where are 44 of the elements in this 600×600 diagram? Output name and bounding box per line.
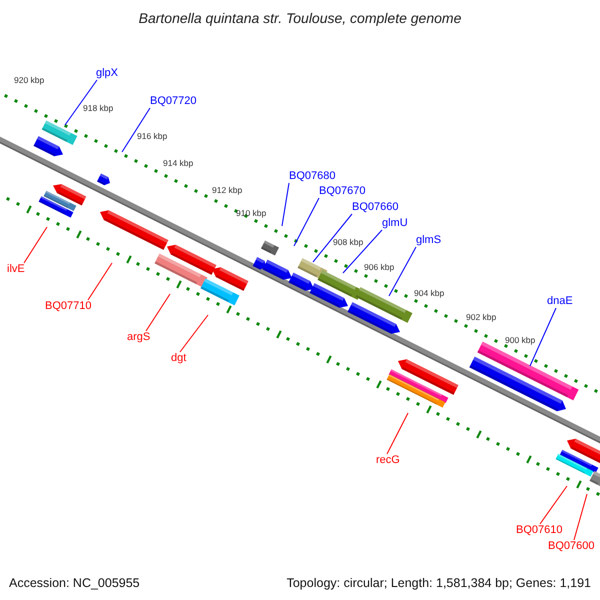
gene-label: ilvE <box>7 263 25 276</box>
scale-label: 916 kbp <box>137 131 168 141</box>
leader-line <box>146 294 170 332</box>
gene-label: glmS <box>416 234 442 247</box>
leader-line <box>282 182 290 226</box>
leader-line <box>180 314 208 352</box>
gene-label: glmU <box>382 217 408 230</box>
gene-label: dgt <box>171 352 186 365</box>
scale-label: 918 kbp <box>83 103 114 113</box>
leader-line <box>386 412 408 454</box>
leader-line <box>342 230 382 274</box>
scale-label: 902 kbp <box>466 312 496 322</box>
leader-line <box>294 198 320 246</box>
gene-label: BQ07710 <box>45 300 92 313</box>
gene-label: BQ07600 <box>548 540 594 553</box>
leader-line <box>574 494 588 540</box>
gene-label: BQ07680 <box>289 170 336 183</box>
leader-line <box>88 262 112 300</box>
leader-line <box>530 308 556 366</box>
footer-text: Accession: NC_005955 <box>9 576 140 590</box>
scale-label: 912 kbp <box>212 185 242 195</box>
gene-label: argS <box>127 331 150 344</box>
footer-text: Topology: circular; Length: 1,581,384 bp; Genes: 1,191 <box>286 576 591 590</box>
gene-label: BQ07670 <box>319 185 366 198</box>
scale-label: 900 kbp <box>505 335 536 345</box>
gene-label: BQ07720 <box>150 95 196 108</box>
gene-label: recG <box>376 454 400 467</box>
leader-line <box>312 214 352 262</box>
gene-label: BQ07660 <box>352 201 398 214</box>
scale-label: 906 kbp <box>364 262 394 272</box>
title: Bartonella quintana str. Toulouse, complete genome <box>138 10 462 26</box>
scale-label: 908 kbp <box>333 237 364 247</box>
leader-line <box>388 246 416 296</box>
gene-label: dnaE <box>547 295 573 308</box>
leader-line <box>122 108 150 152</box>
scale-label: 920 kbp <box>14 75 44 85</box>
gene-label: glpX <box>96 67 118 80</box>
scale-label: 914 kbp <box>163 158 194 168</box>
gene-label: BQ07610 <box>516 524 562 537</box>
leader-line <box>64 80 98 126</box>
leader-line <box>24 226 48 264</box>
scale-label: 910 kbp <box>236 208 266 218</box>
scale-label: 904 kbp <box>414 288 444 298</box>
leader-line <box>540 486 568 524</box>
